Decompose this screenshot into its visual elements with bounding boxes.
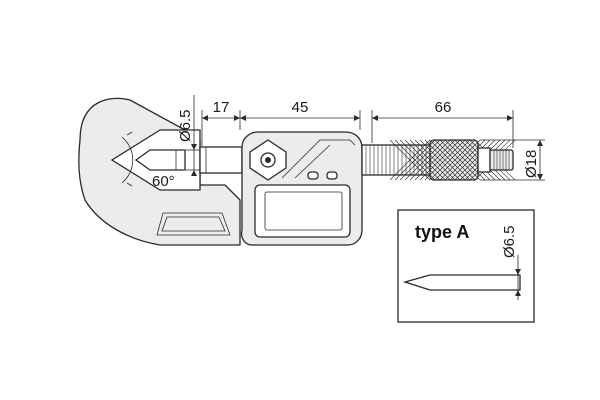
dim-17: 17 <box>213 99 230 116</box>
type-a-title: type A <box>415 222 469 242</box>
lock-knob <box>249 139 287 181</box>
digital-body <box>240 131 363 246</box>
dim-66: 66 <box>435 99 452 116</box>
anvil-tip <box>134 149 186 171</box>
type-a-detail: type A Ø6.5 <box>397 209 535 323</box>
dim-45: 45 <box>292 99 309 116</box>
dim-diameter-6-5: Ø6.5 <box>177 109 194 142</box>
button-right <box>326 171 338 180</box>
ratchet <box>477 147 514 173</box>
dim-angle-60: 60° <box>152 173 175 190</box>
detail-diameter-6-5: Ø6.5 <box>501 225 518 258</box>
thimble <box>361 144 433 176</box>
spindle <box>199 146 243 174</box>
button-left <box>307 171 319 180</box>
dim-diameter-18: Ø18 <box>523 150 540 178</box>
lcd-display <box>254 184 351 238</box>
